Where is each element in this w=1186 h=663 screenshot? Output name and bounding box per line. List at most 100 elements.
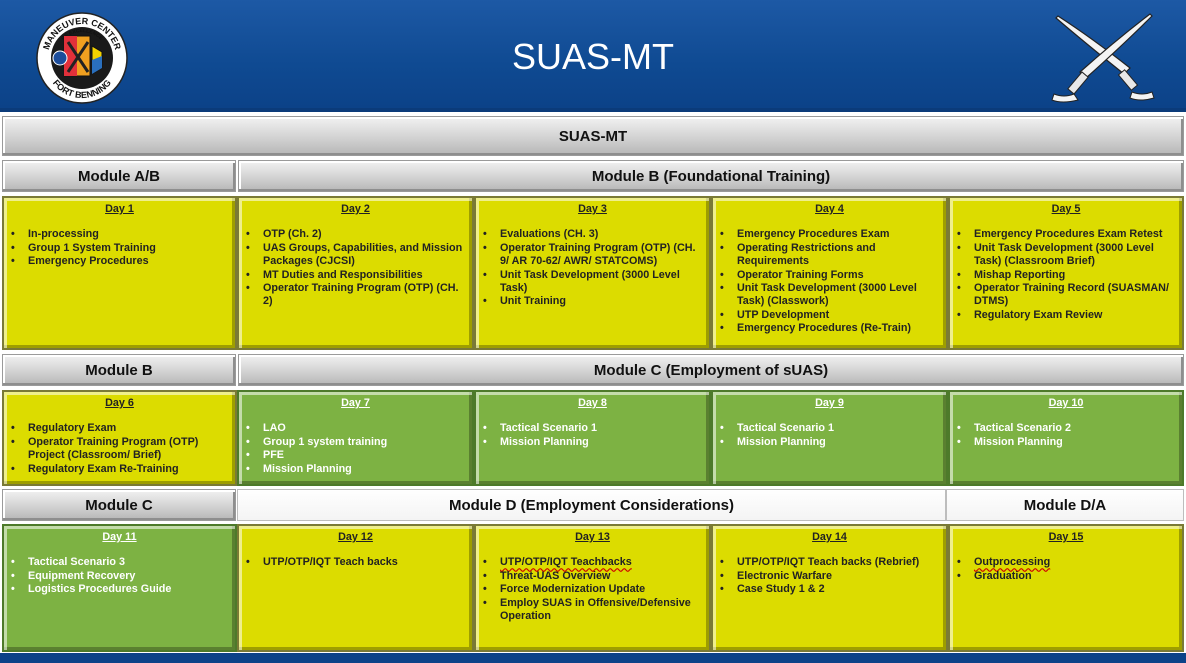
list-item: In-processing bbox=[11, 228, 229, 242]
day-items: Tactical Scenario 3 Equipment Recovery L… bbox=[10, 556, 229, 597]
footer-bar bbox=[0, 653, 1186, 663]
maneuver-center-logo-icon: MANEUVER CENTER OF EXCELLENCE FORT BENNI… bbox=[34, 12, 130, 104]
day-items: Tactical Scenario 1 Mission Planning bbox=[719, 422, 940, 449]
day-label: Day 12 bbox=[338, 531, 373, 543]
day-cell-12: Day 12 UTP/OTP/IQT Teach backs bbox=[237, 524, 474, 652]
day-items: OTP (Ch. 2) UAS Groups, Capabilities, an… bbox=[245, 228, 466, 308]
day-cell-6: Day 6 Regulatory Exam Operator Training … bbox=[2, 390, 237, 486]
list-item: Emergency Procedures Exam bbox=[720, 228, 940, 242]
day-items: In-processing Group 1 System Training Em… bbox=[10, 228, 229, 269]
list-item: UTP/OTP/IQT Teach backs (Rebrief) bbox=[720, 556, 940, 570]
crossed-swords-icon bbox=[1044, 12, 1164, 104]
day-label: Day 5 bbox=[1051, 203, 1081, 215]
day-label: Day 11 bbox=[102, 531, 137, 543]
list-item: Mishap Reporting bbox=[957, 269, 1176, 283]
day-cell-13: Day 13 UTP/OTP/IQT Teachbacks Threat-UAS… bbox=[474, 524, 711, 652]
day-cell-3: Day 3 Evaluations (CH. 3) Operator Train… bbox=[474, 196, 711, 350]
list-item: Mission Planning bbox=[720, 436, 940, 450]
day-label: Day 6 bbox=[105, 397, 134, 409]
day-items: Outprocessing Graduation bbox=[956, 556, 1176, 583]
list-item: Electronic Warfare bbox=[720, 570, 940, 584]
day-items: UTP/OTP/IQT Teach backs (Rebrief) Electr… bbox=[719, 556, 940, 597]
list-item: Regulatory Exam Review bbox=[957, 309, 1176, 323]
list-item: Case Study 1 & 2 bbox=[720, 583, 940, 597]
list-item: Group 1 System Training bbox=[11, 242, 229, 256]
module-header: Module C bbox=[2, 489, 236, 521]
module-header: Module D/A bbox=[946, 489, 1184, 521]
day-cell-14: Day 14 UTP/OTP/IQT Teach backs (Rebrief)… bbox=[711, 524, 948, 652]
list-item: Unit Task Development (3000 Level Task) bbox=[483, 269, 703, 296]
list-item: Unit Training bbox=[483, 295, 703, 309]
day-label: Day 14 bbox=[812, 531, 847, 543]
day-cell-2: Day 2 OTP (Ch. 2) UAS Groups, Capabiliti… bbox=[237, 196, 474, 350]
list-item: Tactical Scenario 1 bbox=[483, 422, 703, 436]
day-label: Day 13 bbox=[575, 531, 610, 543]
list-item: OTP (Ch. 2) bbox=[246, 228, 466, 242]
list-item: Mission Planning bbox=[483, 436, 703, 450]
day-cell-10: Day 10 Tactical Scenario 2 Mission Plann… bbox=[948, 390, 1184, 486]
day-label: Day 8 bbox=[578, 397, 607, 409]
day-cell-1: Day 1 In-processing Group 1 System Train… bbox=[2, 196, 237, 350]
day-cell-9: Day 9 Tactical Scenario 1 Mission Planni… bbox=[711, 390, 948, 486]
module-header: Module B bbox=[2, 354, 236, 386]
list-item: Evaluations (CH. 3) bbox=[483, 228, 703, 242]
day-items: UTP/OTP/IQT Teach backs bbox=[245, 556, 466, 570]
day-items: Tactical Scenario 2 Mission Planning bbox=[956, 422, 1176, 449]
module-header: Module A/B bbox=[2, 160, 236, 192]
list-item: Mission Planning bbox=[957, 436, 1176, 450]
module-header: Module C (Employment of sUAS) bbox=[238, 354, 1184, 386]
list-item: Threat-UAS Overview bbox=[483, 570, 703, 584]
list-item: Operator Training Program (OTP) (CH. 2) bbox=[246, 282, 466, 309]
list-item: UTP Development bbox=[720, 309, 940, 323]
day-items: Tactical Scenario 1 Mission Planning bbox=[482, 422, 703, 449]
day-label: Day 10 bbox=[1048, 397, 1084, 409]
day-items: LAO Group 1 system training PFE Mission … bbox=[245, 422, 466, 476]
day-items: UTP/OTP/IQT Teachbacks Threat-UAS Overvi… bbox=[482, 556, 703, 623]
module-header: Module B (Foundational Training) bbox=[238, 160, 1184, 192]
list-item: Outprocessing bbox=[957, 556, 1176, 570]
day-cell-4: Day 4 Emergency Procedures Exam Operatin… bbox=[711, 196, 948, 350]
list-item: Operator Training Program (OTP) (CH. 9/ … bbox=[483, 242, 703, 269]
list-item: UTP/OTP/IQT Teachbacks bbox=[483, 556, 703, 570]
day-label: Day 7 bbox=[341, 397, 370, 409]
module-header-label: Module D (Employment Considerations) bbox=[448, 496, 734, 514]
list-item: Force Modernization Update bbox=[483, 583, 703, 597]
list-item: LAO bbox=[246, 422, 466, 436]
day-label: Day 1 bbox=[105, 203, 134, 215]
day-label: Day 3 bbox=[578, 203, 607, 215]
list-item: Employ SUAS in Offensive/Defensive Opera… bbox=[483, 597, 703, 624]
list-item: Unit Task Development (3000 Level Task) … bbox=[957, 242, 1176, 269]
list-item: Unit Task Development (3000 Level Task) … bbox=[720, 282, 940, 309]
day-cell-11: Day 11 Tactical Scenario 3 Equipment Rec… bbox=[2, 524, 237, 652]
list-item: Emergency Procedures Exam Retest bbox=[957, 228, 1176, 242]
day-cell-5: Day 5 Emergency Procedures Exam Retest U… bbox=[948, 196, 1184, 350]
module-header-label: Module A/B bbox=[78, 167, 160, 185]
module-header: Module D (Employment Considerations) bbox=[237, 489, 946, 521]
list-item: Emergency Procedures (Re-Train) bbox=[720, 322, 940, 336]
day-cell-8: Day 8 Tactical Scenario 1 Mission Planni… bbox=[474, 390, 711, 486]
module-header-label: Module C bbox=[85, 496, 153, 514]
list-item: Graduation bbox=[957, 570, 1176, 584]
day-label: Day 4 bbox=[815, 203, 844, 215]
list-item: Operator Training Program (OTP) Project … bbox=[11, 436, 229, 463]
day-items: Emergency Procedures Exam Operating Rest… bbox=[719, 228, 940, 336]
page-title: SUAS-MT bbox=[512, 36, 674, 77]
day-label: Day 15 bbox=[1048, 531, 1084, 543]
day-label: Day 9 bbox=[815, 397, 844, 409]
list-item: Mission Planning bbox=[246, 463, 466, 477]
list-item: MT Duties and Responsibilities bbox=[246, 269, 466, 283]
list-item: Group 1 system training bbox=[246, 436, 466, 450]
list-item: Tactical Scenario 2 bbox=[957, 422, 1176, 436]
program-title-bar: SUAS-MT bbox=[2, 116, 1184, 156]
module-header-label: Module B bbox=[85, 361, 153, 379]
list-item: Operating Restrictions and Requirements bbox=[720, 242, 940, 269]
day-items: Regulatory Exam Operator Training Progra… bbox=[10, 422, 229, 476]
list-item: Tactical Scenario 1 bbox=[720, 422, 940, 436]
day-items: Emergency Procedures Exam Retest Unit Ta… bbox=[956, 228, 1176, 322]
module-header-label: Module D/A bbox=[1023, 496, 1107, 514]
list-item: Tactical Scenario 3 bbox=[11, 556, 229, 570]
list-item: PFE bbox=[246, 449, 466, 463]
module-header-label: Module B (Foundational Training) bbox=[591, 167, 831, 185]
list-item: Operator Training Record (SUASMAN/ DTMS) bbox=[957, 282, 1176, 309]
program-title-label: SUAS-MT bbox=[558, 127, 628, 145]
